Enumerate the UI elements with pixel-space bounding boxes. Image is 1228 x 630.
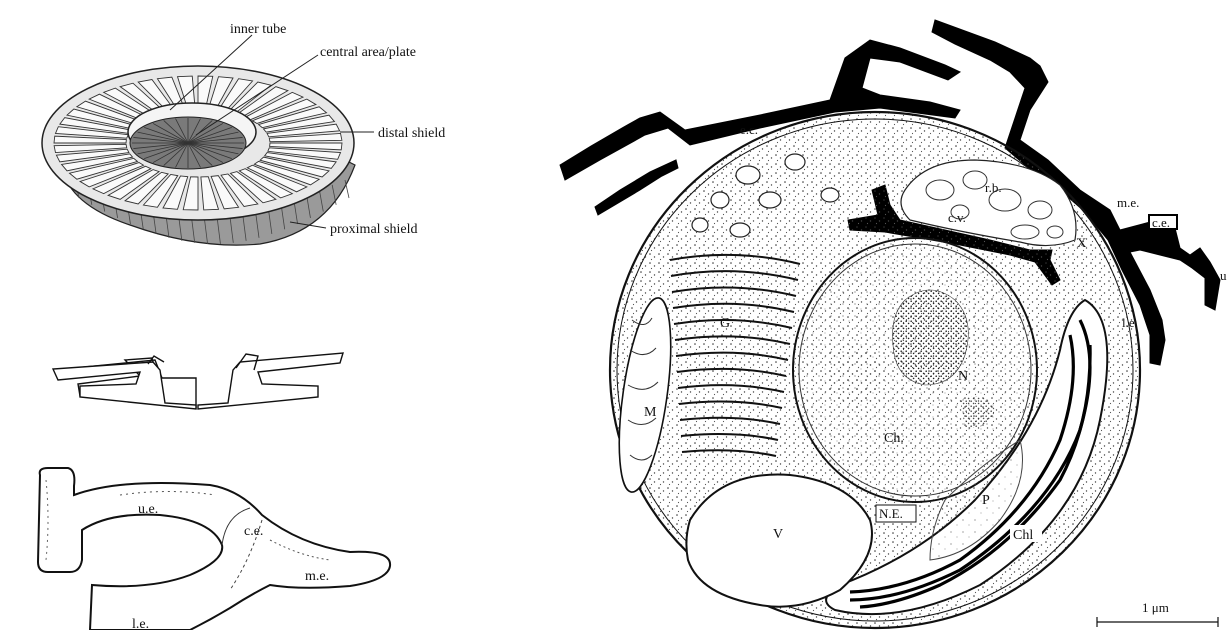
label-median-element: m.e. [1117, 195, 1139, 210]
label-upper-element: u.e. [138, 502, 158, 517]
label-lower-element: l.e. [1122, 315, 1138, 330]
label-chloroplast: Chl [1013, 528, 1033, 543]
label-vacuole: V [773, 527, 783, 542]
label-reticular-body: r.b. [985, 180, 1002, 195]
label-golgi: G [720, 316, 730, 331]
cell-section-diagram: 1 μm e.c. m.e. c.e. u l.e. r.b. c.v. X G… [560, 20, 1227, 628]
label-central-area: central area/plate [320, 45, 416, 60]
label-inner-tube: inner tube [230, 22, 286, 37]
label-mitochondrion: M [644, 405, 657, 420]
label-nucleus: N [958, 369, 968, 384]
nucleolus [893, 290, 969, 385]
label-nuclear-envelope: N.E. [879, 506, 903, 521]
coccolith-element-detail: u.e. c.e. m.e. l.e. [38, 468, 390, 630]
label-central-element: c.e. [1152, 215, 1170, 230]
coccolith-cross-section-schematic [53, 353, 343, 409]
scale-bar-label: 1 μm [1142, 600, 1169, 615]
label-central-element: c.e. [244, 524, 263, 539]
element-outline [38, 468, 390, 630]
label-lower-element: l.e. [132, 617, 149, 630]
coccolith-3d-diagram: inner tube central area/plate distal shi… [42, 22, 445, 245]
label-pyrenoid: P [982, 493, 990, 508]
label-distal-shield: distal shield [378, 126, 445, 141]
label-x-body: X [1077, 235, 1087, 250]
label-chromatin: Ch. [884, 431, 904, 446]
label-proximal-shield: proximal shield [330, 222, 418, 237]
label-external-coccolith: e.c. [740, 122, 758, 137]
scale-bar: 1 μm [1097, 600, 1218, 627]
label-median-element: m.e. [305, 569, 329, 584]
label-coccolith-vesicle: c.v. [948, 210, 966, 225]
label-upper-element: u [1220, 268, 1227, 283]
